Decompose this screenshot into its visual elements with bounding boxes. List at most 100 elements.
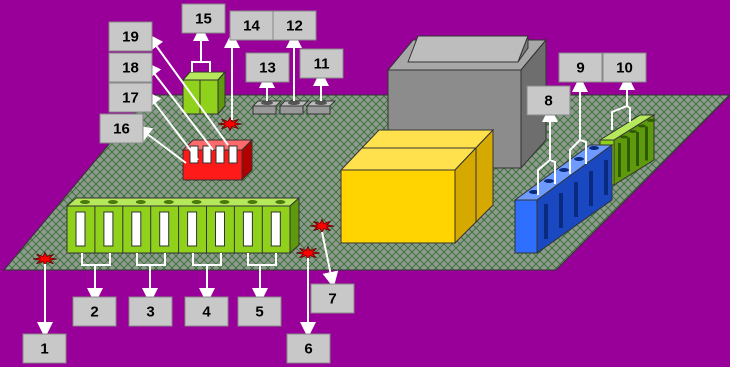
callout-label: 18 (122, 60, 139, 77)
blue-hole (529, 190, 539, 194)
callout-label: 8 (544, 93, 552, 110)
red-dip-block (181, 138, 254, 182)
callout-bracket (579, 139, 587, 164)
callout-label: 16 (113, 121, 130, 138)
callout-18: 18 (108, 52, 153, 83)
yellow-block (339, 128, 495, 245)
callout-bracket (569, 139, 581, 174)
callout-bracket (191, 61, 211, 72)
stack-hole (638, 124, 646, 128)
callout-box (99, 113, 144, 144)
blue-hole (574, 157, 584, 161)
callout-17: 17 (108, 82, 153, 113)
blue-stack (513, 144, 614, 254)
callout-box (245, 52, 290, 83)
callout-label: 19 (122, 29, 139, 46)
callout-box (184, 296, 229, 327)
callout-arrow (145, 61, 214, 151)
callout-bracket (247, 253, 277, 266)
connector-hole (163, 200, 174, 204)
callout-label: 2 (90, 304, 98, 321)
red-marker (217, 116, 243, 132)
stack-slot (645, 126, 648, 161)
callout-box (181, 3, 226, 34)
callout-bracket (537, 159, 551, 195)
callout-14: 14 (229, 10, 274, 41)
connector-hole (275, 200, 286, 204)
small-sockets (251, 100, 337, 115)
callout-2: 2 (72, 296, 117, 327)
callout-6: 6 (286, 333, 331, 364)
stack-slot (627, 137, 630, 172)
socket-12 (278, 100, 310, 115)
connector-slot (159, 211, 170, 247)
callout-13: 13 (245, 52, 290, 83)
blue-slot (589, 171, 593, 206)
callout-label: 17 (122, 90, 139, 107)
red-marker (309, 218, 335, 234)
connector-slot (215, 211, 225, 247)
connector-hole (247, 200, 258, 204)
callout-box (310, 283, 355, 314)
callout-box (108, 21, 153, 52)
callout-arrow (147, 33, 229, 146)
callout-label: 11 (314, 56, 330, 73)
socket-13 (251, 100, 283, 115)
callout-box (558, 52, 603, 83)
blue-slot (574, 182, 578, 217)
blue-hole (559, 168, 569, 172)
callout-9: 9 (558, 52, 603, 83)
callout-label: 9 (576, 60, 584, 77)
callout-11: 11 (299, 48, 344, 79)
callout-label: 3 (146, 304, 154, 321)
callout-label: 6 (304, 341, 312, 358)
stack-hole (620, 135, 628, 139)
blue-hole (589, 146, 599, 150)
blue-hole (544, 179, 554, 183)
callout-arrow (321, 231, 339, 288)
callout-arrow (135, 125, 187, 164)
callout-box (108, 52, 153, 83)
callout-1: 1 (22, 333, 67, 364)
callout-box (237, 296, 282, 327)
stack-slot (618, 143, 621, 177)
green-pair-block (181, 70, 227, 116)
connector-slot (270, 211, 281, 247)
callout-box (286, 333, 331, 364)
callout-8: 8 (526, 85, 571, 116)
callout-box (108, 82, 153, 113)
callout-bracket (611, 105, 628, 130)
red-marker (32, 251, 58, 267)
callout-box (128, 296, 173, 327)
callout-label: 5 (255, 304, 263, 321)
socket-11 (305, 100, 337, 115)
callout-3: 3 (128, 296, 173, 327)
connector-slot (187, 211, 198, 247)
callout-16: 16 (99, 113, 144, 144)
green-connector-row (65, 196, 301, 255)
callout-4: 4 (184, 296, 229, 327)
callout-label: 12 (286, 18, 303, 35)
stack-hole (629, 130, 637, 133)
callout-7: 7 (310, 283, 355, 314)
callout-5: 5 (237, 296, 282, 327)
callout-box (72, 296, 117, 327)
callout-bracket (626, 105, 631, 122)
blue-slot (604, 160, 608, 195)
callout-15: 15 (181, 3, 226, 34)
callout-label: 4 (202, 304, 211, 321)
callout-label: 10 (616, 60, 633, 77)
callout-box (229, 10, 274, 41)
stack-slot (636, 132, 639, 166)
callout-box (299, 48, 344, 79)
red-marker (295, 245, 321, 261)
callout-box (602, 52, 647, 83)
callout-arrow (145, 90, 199, 161)
callout-10: 10 (602, 52, 647, 83)
callout-box (526, 85, 571, 116)
callout-label: 14 (243, 18, 260, 35)
connector-slot (103, 211, 114, 247)
connector-hole (219, 200, 230, 204)
